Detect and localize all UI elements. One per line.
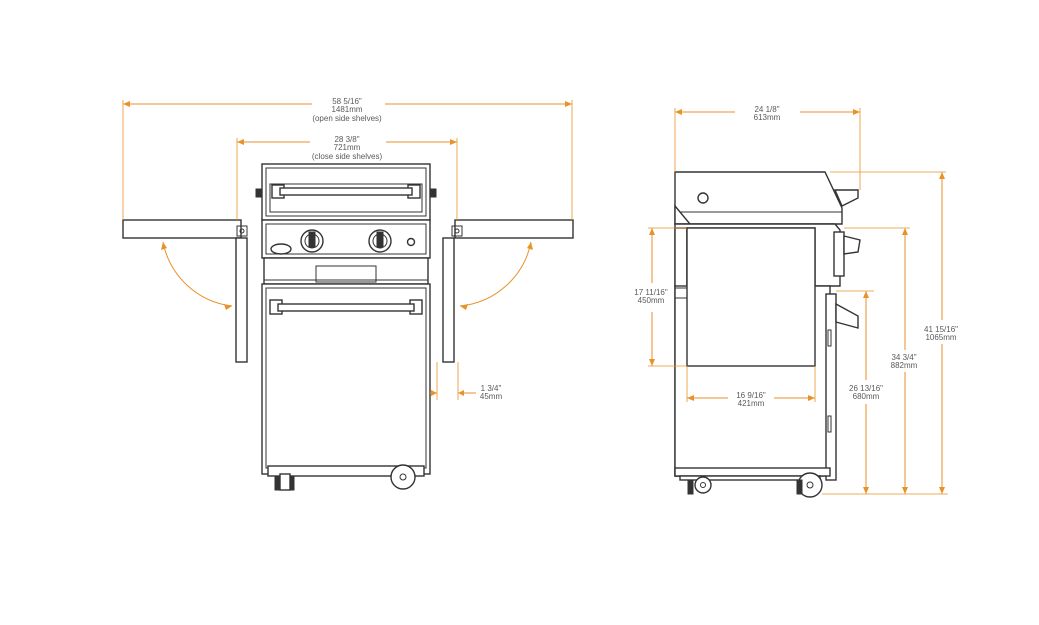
left-shelf-leg [235,237,248,363]
lid-handle [279,187,413,196]
front-view: 58 5/16" 1481mm (open side shelves) 28 3… [122,97,574,491]
door-height-metric: 450mm [638,296,665,305]
front-wheel [390,464,416,490]
igniter-button [406,237,416,247]
closed-width-metric: 721mm [334,143,361,152]
handle-height-metric: 882mm [891,361,918,370]
knob-side [843,235,861,255]
leg-offset-imperial: 1 3/4" [481,384,502,393]
closed-width-imperial: 28 3/8" [334,135,359,144]
overall-width-metric: 1481mm [331,105,362,114]
right-shelf-leg [442,237,455,363]
counter-height-imperial: 26 13/16" [849,384,883,393]
side-view: 24 1/8" 613mm 17 11/16" 450mm 16 9/16" 4… [634,105,958,498]
lid-handle-side [833,189,859,207]
overall-height-metric: 1065mm [925,333,956,342]
left-side-shelf [122,219,242,239]
depth-metric: 613mm [754,113,781,122]
door-height-imperial: 17 11/16" [634,288,668,297]
counter-height-metric: 680mm [853,392,880,401]
leg-offset-metric: 45mm [480,392,503,401]
cabinet [261,283,431,475]
door-width-metric: 421mm [738,399,765,408]
cabinet-handle-side [835,302,859,329]
logo-badge [270,243,292,255]
right-side-shelf [454,219,574,239]
door-width-imperial: 16 9/16" [736,391,766,400]
closed-width-note: (close side shelves) [312,152,383,161]
overall-width-imperial: 58 5/16" [332,97,362,106]
cabinet-handle [277,303,415,312]
handle-height-imperial: 34 3/4" [891,353,916,362]
overall-width-note: (open side shelves) [312,114,382,123]
overall-height-imperial: 41 15/16" [924,325,958,334]
depth-imperial: 24 1/8" [754,105,779,114]
